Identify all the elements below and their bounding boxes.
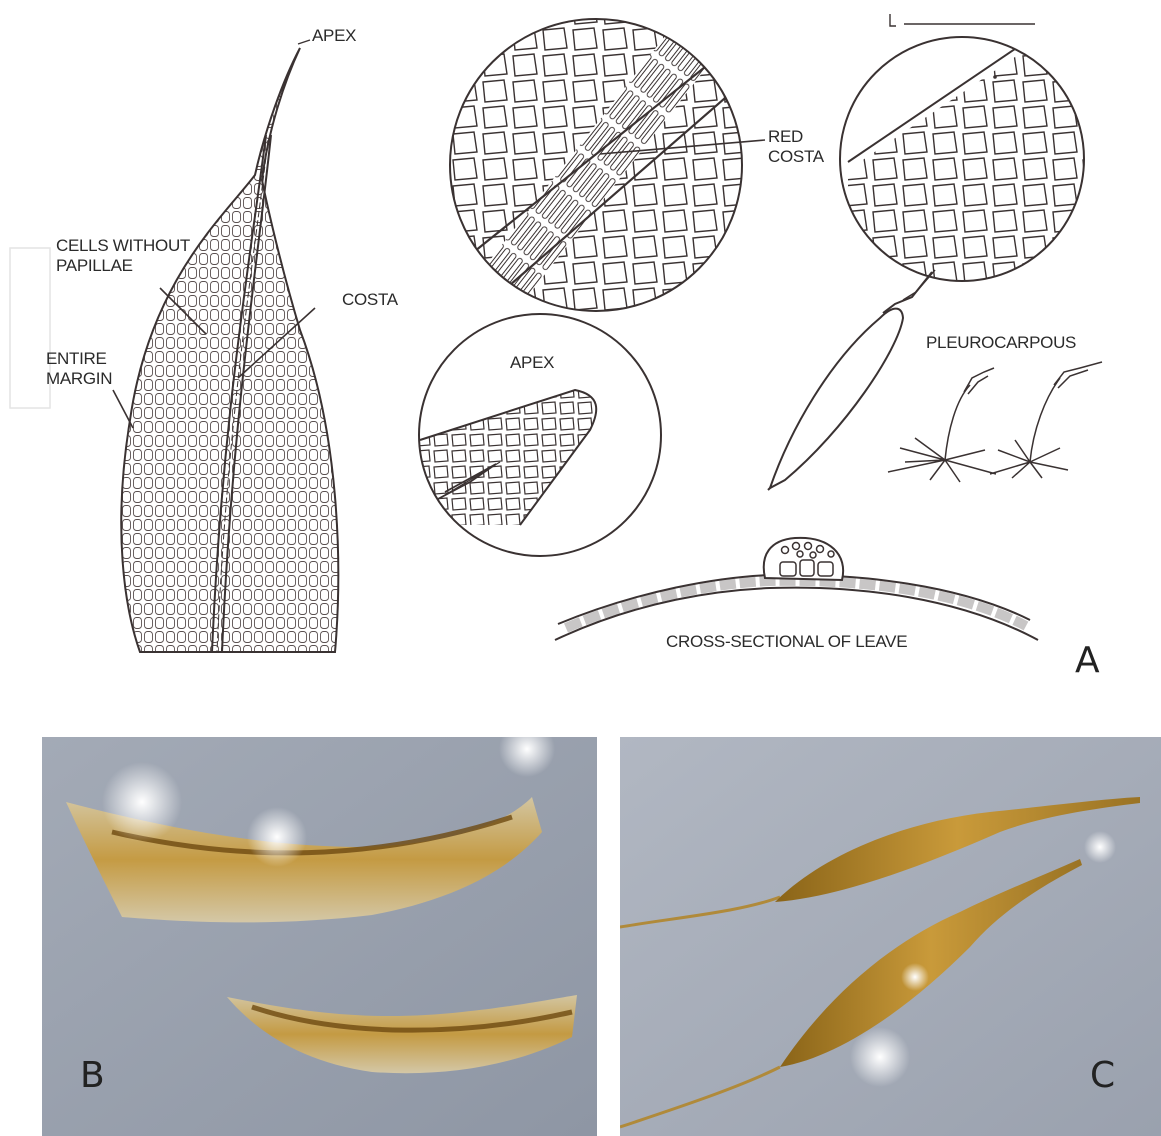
label-apex-top: APEX — [312, 26, 356, 46]
label-apex-circle: APEX — [510, 353, 554, 373]
panel-a-letter: A — [1075, 640, 1100, 681]
label-entire-margin: ENTIRE MARGIN — [46, 349, 112, 389]
panel-c-photo — [620, 737, 1161, 1136]
label-pleurocarpous: PLEUROCARPOUS — [926, 333, 1076, 353]
panel-b-letter: B — [80, 1055, 105, 1096]
label-cells-without-papillae: CELLS WITHOUT PAPILLAE — [56, 236, 190, 276]
circle-apex — [419, 314, 661, 556]
label-costa: COSTA — [342, 290, 398, 310]
leaf-outline-drawing — [100, 40, 360, 660]
panel-c-letter: C — [1090, 1055, 1115, 1096]
capsule-drawing — [768, 270, 935, 490]
label-red-costa: RED COSTA — [768, 127, 824, 167]
cross-section-drawing — [555, 538, 1038, 640]
faint-frame — [10, 248, 50, 408]
circle-margin-cells — [840, 32, 1100, 290]
pleurocarpous-plants — [888, 362, 1102, 482]
label-cross-section: CROSS-SECTIONAL OF LEAVE — [666, 632, 907, 652]
panel-b-photo — [42, 737, 597, 1136]
circle-red-costa — [440, 0, 760, 352]
